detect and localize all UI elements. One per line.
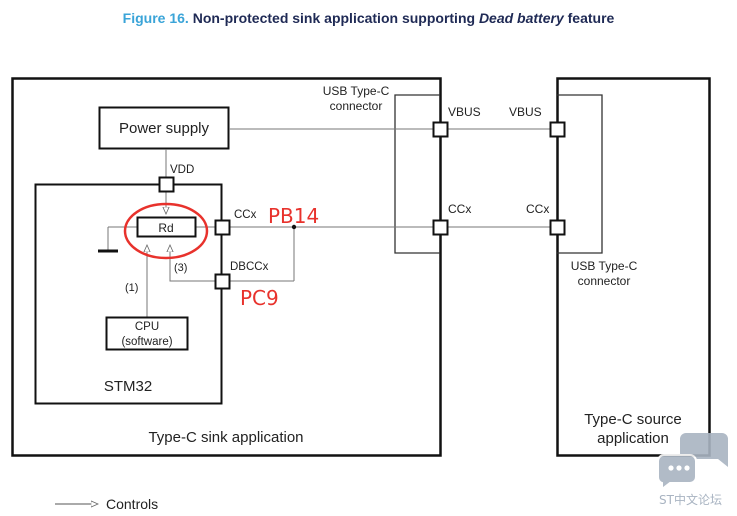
figure-title-italic: Dead battery — [478, 10, 564, 26]
mcu-dbccx-label: DBCCx — [230, 261, 269, 273]
pc9-annotation: PC9 — [240, 286, 279, 310]
pb14-annotation: PB14 — [268, 204, 319, 228]
junction-dot — [291, 224, 297, 230]
control-1-label: (1) — [125, 282, 138, 294]
ccx-pin-mcu — [214, 219, 231, 236]
rd-label: Rd — [158, 221, 173, 235]
figure-title-suffix: feature — [567, 10, 615, 26]
source-ccx-label: CCx — [526, 202, 549, 216]
cpu-software-label: (software) — [121, 336, 172, 348]
mcu-ccx-label: CCx — [234, 209, 257, 221]
source-vbus-label: VBUS — [509, 105, 542, 119]
vbus-pin-sink — [432, 121, 449, 138]
stm32-box — [34, 183, 223, 405]
legend-controls-label: Controls — [106, 496, 158, 512]
cpu-label: CPU — [135, 321, 159, 333]
ccx-pin-sink — [432, 219, 449, 236]
cpu-box — [105, 316, 189, 351]
power-supply-box — [98, 106, 230, 150]
vdd-label: VDD — [170, 164, 194, 176]
watermark-text: ST中文论坛 — [659, 492, 722, 507]
sink-ccx-label: CCx — [448, 202, 471, 216]
figure-title-prefix: Non-protected sink application supportin… — [192, 10, 476, 26]
ccx-pin-source — [549, 219, 566, 236]
sink-application-box — [11, 77, 442, 457]
sink-application-label: Type-C sink application — [148, 429, 303, 446]
source-connector-label-2: connector — [578, 274, 631, 288]
source-application-box — [556, 77, 711, 457]
source-application-label-1: Type-C source — [584, 411, 682, 428]
stm32-label: STM32 — [104, 378, 152, 395]
rd-resistor — [136, 216, 197, 238]
power-supply-label: Power supply — [119, 120, 210, 137]
sink-vbus-label: VBUS — [448, 105, 481, 119]
figure-title: Figure 16. Non-protected sink applicatio… — [0, 10, 737, 26]
dbccx-pin-mcu — [214, 273, 231, 290]
chat-bubble-icon — [657, 433, 728, 491]
source-connector-label-1: USB Type-C — [571, 259, 638, 273]
vdd-pin — [158, 176, 175, 193]
source-connector-box — [557, 94, 603, 254]
sink-connector-box — [394, 94, 440, 254]
source-application-label-2: application — [597, 430, 669, 447]
rd-highlight-ellipse — [123, 202, 209, 260]
control-3-label: (3) — [174, 262, 187, 274]
vbus-pin-source — [549, 121, 566, 138]
sink-connector-label-2: connector — [330, 99, 383, 113]
sink-connector-label-1: USB Type-C — [323, 84, 390, 98]
figure-number: Figure 16. — [122, 10, 189, 26]
